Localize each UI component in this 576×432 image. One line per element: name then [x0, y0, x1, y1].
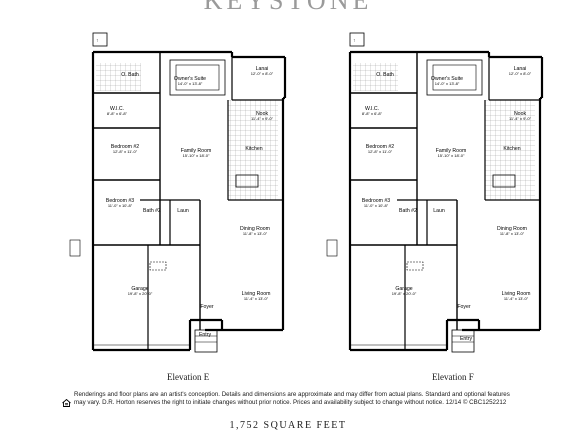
room-dims-dining_room: 11'-8" x 13'-0" — [243, 231, 268, 236]
disclaimer-text: Renderings and floor plans are an artist… — [62, 391, 574, 407]
room-label-dining_room: Dining Room — [497, 226, 527, 232]
room-dims-lanai: 12'-0" x 8'-0" — [509, 71, 532, 76]
room-dims-wic: 8'-8" x 6'-8" — [107, 111, 128, 116]
room-label-foyer: Foyer — [200, 304, 214, 310]
room-label-family_room: Family Room — [181, 148, 212, 154]
room-label-wic: W.I.C. — [110, 106, 124, 112]
room-label-bedroom3: Bedroom #3 — [362, 198, 390, 204]
equal-housing-icon — [62, 399, 71, 407]
room-label-bedroom2: Bedroom #2 — [366, 144, 394, 150]
room-label-kitchen: Kitchen — [503, 146, 520, 152]
room-label-nook: Nook — [256, 111, 269, 117]
room-dims-nook: 11'-4" x 9'-0" — [509, 116, 532, 121]
tile-floor — [96, 63, 141, 91]
elevation-f-label: Elevation F — [432, 372, 474, 382]
room-label-lanai: Lanai — [514, 66, 527, 72]
room-label-entry: Entry — [460, 336, 473, 342]
room-label-lanai: Lanai — [256, 66, 269, 72]
room-label-living_room: Living Room — [242, 291, 271, 297]
room-label-bath2: Bath #2 — [399, 208, 417, 214]
room-dims-owners_suite: 14'-0" x 13'-8" — [435, 81, 460, 86]
wall-box — [451, 329, 475, 353]
wall-box — [69, 239, 81, 257]
room-dims-lanai: 12'-0" x 8'-0" — [251, 71, 274, 76]
room-label-entry: Entry — [199, 332, 212, 338]
disclaimer-line-2: may vary. D.R. Horton reserves the right… — [74, 399, 507, 406]
room-label-kitchen: Kitchen — [245, 146, 262, 152]
compass-icon — [349, 32, 365, 47]
room-dims-nook: 11'-4" x 9'-0" — [251, 116, 274, 121]
room-label-o_bath: O. Bath — [121, 72, 139, 78]
wall-box — [235, 174, 259, 188]
room-dims-bedroom2: 12'-8" x 11'-0" — [113, 149, 138, 154]
room-dims-wic: 8'-8" x 6'-8" — [362, 111, 383, 116]
wall-box — [426, 59, 483, 96]
room-label-bath2: Bath #2 — [143, 208, 161, 214]
room-dims-garage: 19'-8" x 20'-0" — [392, 291, 417, 296]
wall-box — [169, 59, 226, 96]
plan-title: KEYSTONE — [203, 0, 373, 15]
room-dims-living_room: 11'-4" x 13'-0" — [244, 296, 269, 301]
wall-box — [326, 239, 338, 257]
compass-icon: ↑ — [96, 38, 99, 44]
room-label-bedroom3: Bedroom #3 — [106, 198, 134, 204]
room-label-nook: Nook — [514, 111, 527, 117]
room-label-living_room: Living Room — [502, 291, 531, 297]
compass-icon: ↑ — [353, 38, 356, 44]
room-dims-bedroom3: 11'-0" x 10'-8" — [364, 203, 389, 208]
room-dims-bedroom3: 11'-0" x 10'-8" — [108, 203, 133, 208]
room-label-bedroom2: Bedroom #2 — [111, 144, 139, 150]
room-label-foyer: Foyer — [457, 304, 471, 310]
wall-box — [194, 329, 218, 353]
room-label-owners_suite: Owner's Suite — [431, 76, 463, 82]
room-label-dining_room: Dining Room — [240, 226, 270, 232]
square-footage: 1,752 SQUARE FEET — [229, 420, 347, 431]
wall-box — [406, 261, 424, 271]
compass-icon — [92, 32, 108, 47]
room-label-laun: Laun — [433, 208, 445, 214]
elevation-e-label: Elevation E — [167, 372, 210, 382]
room-label-owners_suite: Owner's Suite — [174, 76, 206, 82]
wall-box — [175, 64, 220, 91]
room-dims-bedroom2: 12'-8" x 11'-0" — [368, 149, 393, 154]
room-label-family_room: Family Room — [436, 148, 467, 154]
room-label-o_bath: O. Bath — [376, 72, 394, 78]
room-label-garage: Garage — [395, 286, 412, 292]
room-label-garage: Garage — [131, 286, 148, 292]
room-dims-family_room: 15'-10" x 18'-0" — [438, 153, 465, 158]
wall-box — [432, 64, 477, 91]
room-dims-family_room: 15'-10" x 18'-0" — [183, 153, 210, 158]
room-dims-living_room: 11'-4" x 13'-0" — [504, 296, 529, 301]
wall-box — [492, 174, 516, 188]
wall-box — [149, 261, 167, 271]
tile-floor — [353, 63, 398, 91]
room-dims-dining_room: 11'-8" x 13'-0" — [500, 231, 525, 236]
room-label-wic: W.I.C. — [365, 106, 379, 112]
room-dims-owners_suite: 14'-0" x 13'-8" — [178, 81, 203, 86]
room-dims-garage: 19'-8" x 20'-0" — [128, 291, 153, 296]
disclaimer-line-1: Renderings and floor plans are an artist… — [74, 391, 510, 398]
room-label-laun: Laun — [177, 208, 189, 214]
